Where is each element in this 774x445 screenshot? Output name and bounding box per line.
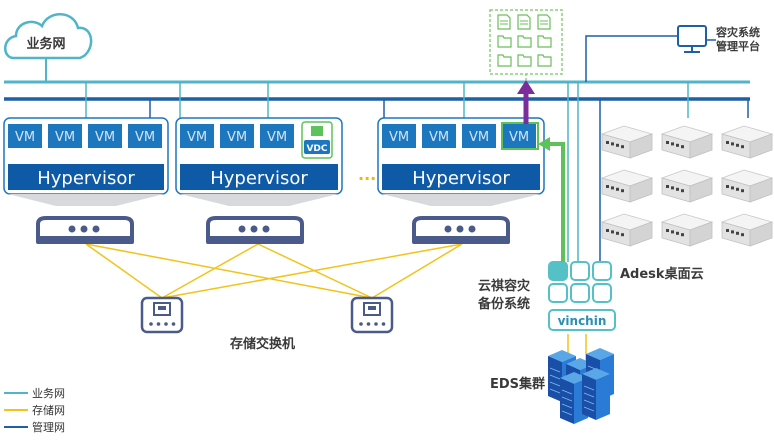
management-platform: 容灾系统 管理平台 (677, 25, 760, 53)
network-switches (36, 216, 510, 244)
storage-network-links (85, 243, 587, 364)
thin-client-icon (720, 169, 774, 203)
appliance-tile (570, 261, 590, 281)
network-switch-icon (412, 216, 510, 244)
monitor-icon (677, 25, 707, 47)
vinchin-brand: vinchin (558, 314, 607, 328)
adesk-label: Adesk桌面云 (620, 266, 704, 282)
vm-block: VM (180, 124, 214, 148)
thin-client-icon (660, 169, 714, 203)
storage-device-icon (350, 296, 394, 334)
network-switch-icon (36, 216, 134, 244)
vm-block: VM (502, 124, 536, 148)
mgmt-label-line1: 容灾系统 (715, 25, 760, 39)
thin-client-icon (600, 213, 654, 247)
thin-client-icon (720, 213, 774, 247)
storage-devices (140, 296, 394, 334)
vm-block: VM (8, 124, 42, 148)
backup-appliance-tiles (548, 261, 612, 303)
appliance-tile (592, 283, 612, 303)
legend: 业务网 存储网 管理网 (4, 387, 65, 434)
vm-block: VM (382, 124, 416, 148)
vm-label: VM (509, 130, 529, 145)
storage-device-icon (140, 296, 184, 334)
vm-label: VM (227, 130, 247, 145)
hypervisor-host: VM VM VM VM Hypervisor (377, 117, 545, 206)
vm-block: VM (128, 124, 162, 148)
appliance-tile (548, 283, 568, 303)
eds-label: EDS集群 (490, 376, 545, 392)
vm-block: VM (220, 124, 254, 148)
vm-block: VM (88, 124, 122, 148)
vm-label: VM (267, 130, 287, 145)
vinchin-logo (548, 309, 616, 331)
hosts-ellipsis: ··· (358, 169, 376, 188)
legend-label-business: 业务网 (32, 387, 65, 400)
thin-client-icon (660, 125, 714, 159)
vm-label: VM (469, 130, 489, 145)
document-grid-icon (497, 14, 552, 67)
legend-label-management: 管理网 (32, 420, 65, 434)
backup-storage (489, 9, 563, 82)
hypervisor-host: VM VM VM VDC Hypervisor (175, 117, 343, 206)
hypervisor-label: Hypervisor (412, 168, 510, 189)
vdc-label: VDC (306, 144, 327, 154)
legend-label-storage: 存储网 (32, 403, 65, 417)
backup-label-line2: 备份系统 (477, 296, 530, 312)
vm-label: VM (15, 130, 35, 145)
vm-label: VM (187, 130, 207, 145)
data-flow-arrows (517, 80, 565, 262)
adesk-terminals (600, 125, 774, 247)
vm-block: VM (260, 124, 294, 148)
network-backbones (4, 35, 750, 262)
vm-block: VM (422, 124, 456, 148)
vm-label: VM (95, 130, 115, 145)
vm-block: VM (48, 124, 82, 148)
vm-label: VM (429, 130, 449, 145)
vm-label: VM (55, 130, 75, 145)
vdc-icon: VDC (301, 121, 333, 159)
hypervisor-label: Hypervisor (37, 168, 135, 189)
hypervisor-label: Hypervisor (210, 168, 308, 189)
appliance-tile (548, 261, 568, 281)
hypervisor-host: VM VM VM VM Hypervisor (3, 117, 169, 206)
network-switch-icon (206, 216, 304, 244)
cloud-icon (4, 13, 93, 60)
mgmt-label-line2: 管理平台 (716, 39, 760, 53)
storage-switch-label: 存储交换机 (230, 336, 295, 352)
replication-arrow (546, 142, 565, 262)
thin-client-icon (600, 125, 654, 159)
vm-label: VM (389, 130, 409, 145)
thin-client-icon (660, 213, 714, 247)
vm-label: VM (135, 130, 155, 145)
backup-label-line1: 云祺容灾 (478, 278, 531, 294)
thin-client-icon (600, 169, 654, 203)
server-tower (582, 368, 610, 420)
business-network-cloud: 业务网 (4, 13, 93, 82)
appliance-tile (570, 283, 590, 303)
appliance-tile (592, 261, 612, 281)
thin-client-icon (720, 125, 774, 159)
server-cluster-icon (548, 348, 614, 424)
backup-system: vinchin 云祺容灾 备份系统 (477, 261, 616, 331)
cloud-label: 业务网 (26, 36, 65, 52)
vm-block: VM (462, 124, 496, 148)
